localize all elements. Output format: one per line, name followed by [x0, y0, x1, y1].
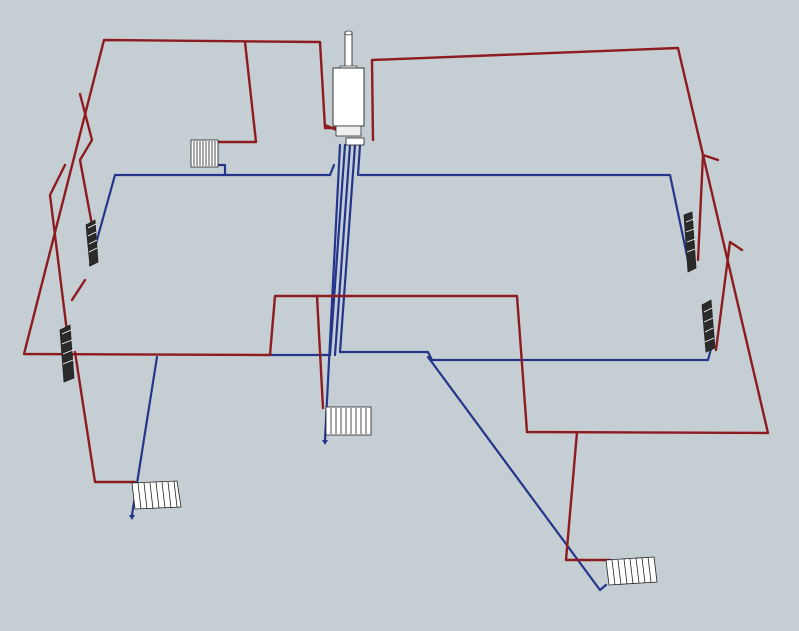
radiator-bottom-left [131, 480, 182, 510]
return-riser-1 [328, 163, 336, 177]
return-upper-right [358, 173, 692, 272]
return-riser-3 [328, 143, 347, 357]
radiator-left-wall-1 [85, 219, 99, 267]
supply-left-loop [22, 38, 770, 435]
return-pipes [88, 143, 714, 592]
return-upper-left [88, 173, 332, 267]
boiler-base [335, 125, 362, 137]
pipe-end-center [322, 440, 328, 445]
boiler [332, 30, 365, 137]
manifold-block [345, 137, 365, 146]
boiler-flue-cap [344, 30, 353, 36]
supply-drop-right-2 [714, 240, 744, 352]
manifold [345, 137, 365, 146]
supply-drop-right-1 [696, 153, 720, 262]
radiator-bottom-right [605, 556, 658, 586]
pipe-end-markers [129, 440, 328, 520]
radiator-top-left [190, 139, 219, 168]
supply-drop-bottom-right [564, 430, 612, 562]
return-riser-6 [356, 143, 362, 177]
radiator-center [325, 406, 372, 436]
supply-drop-top-radiator [213, 40, 258, 144]
return-riser-2 [323, 143, 342, 442]
return-riser-4 [333, 143, 352, 357]
supply-drop-left-3 [73, 350, 137, 484]
radiator-left-wall-2 [59, 324, 75, 383]
return-lower-right [338, 343, 714, 362]
return-riser-5 [338, 143, 357, 354]
pipe-end-left [129, 515, 135, 520]
supply-drop-left-1 [78, 92, 94, 227]
radiator-right-wall-2 [701, 299, 716, 353]
supply-drop-center [315, 294, 325, 410]
radiator-right-wall-1 [683, 211, 697, 273]
supply-drop-left-4 [70, 278, 87, 302]
boiler-body [332, 67, 365, 127]
radiators [59, 139, 716, 586]
supply-pipes [22, 38, 770, 562]
return-diagonal [426, 355, 608, 592]
supply-drop-left-2 [48, 163, 70, 342]
boiler-flue-pipe [344, 31, 353, 71]
